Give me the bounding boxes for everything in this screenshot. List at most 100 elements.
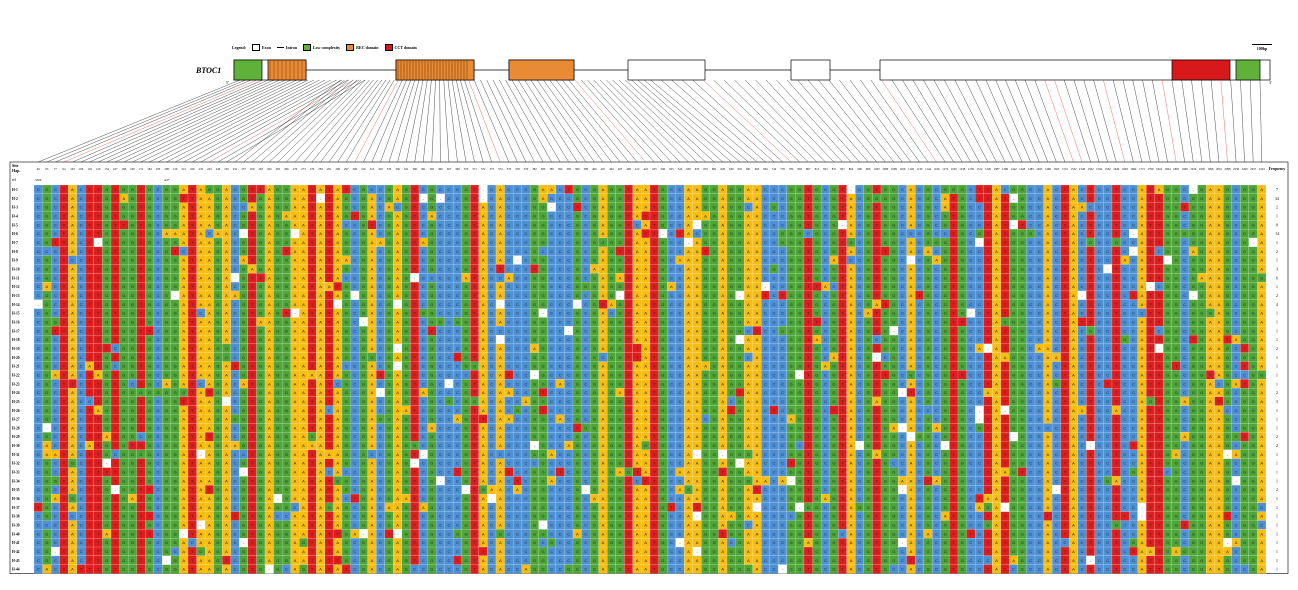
- connector-line: [1073, 79, 1100, 163]
- allele-label: C: [234, 240, 237, 245]
- allele-label: A: [482, 205, 485, 210]
- allele-label: G: [926, 302, 929, 307]
- allele-label: A: [747, 319, 750, 324]
- allele-label: G: [387, 275, 390, 280]
- allele-label: A: [1072, 319, 1075, 324]
- allele-label: C: [157, 302, 160, 307]
- allele-label: G: [242, 213, 245, 218]
- connector-line: [303, 79, 374, 163]
- connector-line: [414, 79, 428, 163]
- allele-label: C: [422, 231, 425, 236]
- allele-label: T: [328, 187, 331, 192]
- allele-label: G: [464, 213, 467, 218]
- position-label: 630: [686, 167, 691, 171]
- allele-label: G: [259, 266, 262, 271]
- connector-line: [123, 79, 297, 163]
- allele-label: A: [208, 213, 211, 218]
- allele-label: G: [105, 258, 108, 263]
- allele-label: A: [1260, 205, 1263, 210]
- allele-label: G: [362, 266, 365, 271]
- connector-line: [713, 79, 800, 163]
- allele-label: G: [661, 240, 664, 245]
- allele-label: T: [1149, 187, 1152, 192]
- allele-label: C: [1106, 311, 1109, 316]
- connector-line: [1122, 79, 1143, 163]
- allele-label: C: [1106, 258, 1109, 263]
- allele-label: A: [824, 284, 827, 289]
- allele-label: C: [567, 213, 570, 218]
- allele-label: C: [516, 293, 519, 298]
- allele-label: G: [618, 196, 621, 201]
- allele-label: C: [379, 205, 382, 210]
- allele-label: C: [559, 258, 562, 263]
- allele-label: G: [216, 213, 219, 218]
- legend: Legend: Exon Intron Low complexity REC d…: [232, 44, 417, 51]
- allele-label: A: [1046, 231, 1049, 236]
- allele-label: G: [576, 249, 579, 254]
- allele-label: C: [670, 249, 673, 254]
- frequency-header: Frequency: [1269, 167, 1286, 171]
- allele-label: G: [713, 293, 716, 298]
- allele-label: G: [148, 231, 151, 236]
- allele-label: G: [1021, 266, 1024, 271]
- allele-label: G: [131, 240, 134, 245]
- allele-label: A: [636, 319, 639, 324]
- allele-label: A: [636, 249, 639, 254]
- allele-label: C: [773, 249, 776, 254]
- allele-label: C: [559, 266, 562, 271]
- position-label: 1172: [942, 167, 948, 171]
- allele-label: C: [1038, 222, 1041, 227]
- allele-label: C: [516, 231, 519, 236]
- allele-label: C: [550, 196, 553, 201]
- allele-label: C: [54, 302, 57, 307]
- allele-label: G: [1243, 249, 1246, 254]
- allele-label: C: [1235, 319, 1238, 324]
- allele-label: A: [1072, 196, 1075, 201]
- allele-label: C: [1038, 213, 1041, 218]
- allele-label: G: [242, 240, 245, 245]
- allele-label: C: [764, 213, 767, 218]
- allele-label: G: [867, 213, 870, 218]
- allele-label: C: [234, 222, 237, 227]
- allele-label: G: [1012, 293, 1015, 298]
- allele-label: G: [464, 266, 467, 271]
- allele-label: A: [499, 311, 502, 316]
- allele-label: C: [567, 319, 570, 324]
- allele-label: C: [507, 231, 510, 236]
- allele-label: C: [678, 249, 681, 254]
- allele-label: A: [225, 213, 228, 218]
- allele-label: G: [345, 293, 348, 298]
- allele-label: A: [71, 205, 74, 210]
- allele-label: A: [499, 196, 502, 201]
- allele-label: C: [969, 266, 972, 271]
- haplotype-label: H-11: [12, 276, 20, 280]
- position-label: 1089: [882, 167, 889, 171]
- allele-label: C: [1183, 302, 1186, 307]
- allele-label: A: [251, 266, 254, 271]
- allele-label: C: [978, 205, 981, 210]
- allele-label: C: [1140, 311, 1143, 316]
- allele-label: G: [405, 284, 408, 289]
- allele-label: C: [969, 284, 972, 289]
- allele-label: C: [490, 196, 493, 201]
- allele-label: A: [285, 213, 288, 218]
- allele-label: G: [1226, 231, 1229, 236]
- position-label: 639: [729, 167, 734, 171]
- allele-label: C: [773, 319, 776, 324]
- position-label: 784: [789, 167, 794, 171]
- allele-label: G: [362, 293, 365, 298]
- allele-label: A: [199, 213, 202, 218]
- position-label: 210: [173, 167, 178, 171]
- allele-label: A: [1218, 258, 1221, 263]
- allele-label: G: [798, 240, 801, 245]
- intron-swatch: [276, 47, 284, 48]
- allele-label: C: [1106, 284, 1109, 289]
- connector-line: [243, 79, 345, 163]
- position-label: 1493: [1036, 167, 1043, 171]
- allele-label: G: [105, 275, 108, 280]
- position-label: 208: [164, 167, 169, 171]
- allele-label: A: [721, 311, 724, 316]
- allele-label: A: [636, 196, 639, 201]
- allele-label: C: [1081, 249, 1084, 254]
- allele-label: A: [199, 231, 202, 236]
